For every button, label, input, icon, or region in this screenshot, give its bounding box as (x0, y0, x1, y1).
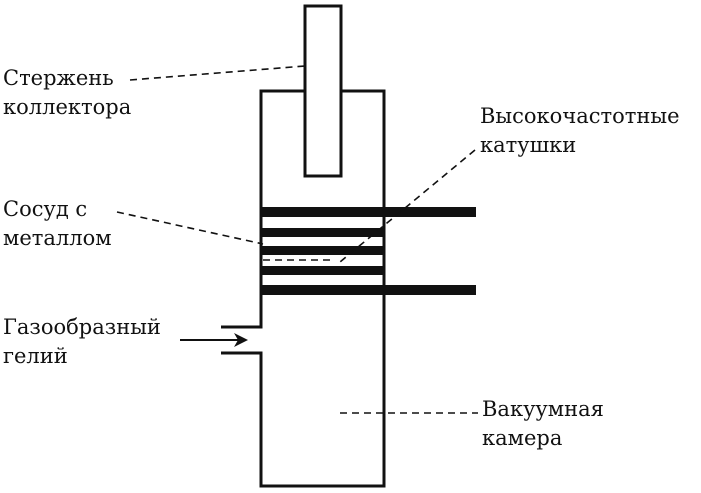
label-helium-gas: Газообразный гелий (3, 313, 161, 371)
label-helium-gas-line-1: Газообразный (3, 315, 161, 339)
vacuum-chamber-wall-right (221, 89, 386, 488)
hf-coil-upper (261, 207, 476, 217)
label-metal-vessel-line-1: Сосуд с (3, 197, 88, 221)
metal-vessel-bar-2 (261, 246, 384, 255)
metal-vessel-bar-3 (261, 266, 384, 275)
hf-coil-lower (261, 285, 476, 295)
label-metal-vessel: Сосуд с металлом (3, 195, 112, 253)
metal-vessel-bar-1 (261, 228, 384, 237)
leader-collector-rod (129, 65, 306, 81)
label-hf-coils: Высокочастотные катушки (480, 102, 680, 160)
label-vacuum-chamber: Вакуумная камера (482, 395, 604, 453)
label-collector-rod-line-2: коллектора (3, 95, 132, 119)
leader-hf-coils (339, 149, 476, 263)
label-metal-vessel-line-2: металлом (3, 226, 112, 250)
helium-inlet-arrowhead (234, 333, 248, 347)
label-vacuum-chamber-line-2: камера (482, 426, 563, 450)
label-hf-coils-line-1: Высокочастотные (480, 104, 680, 128)
label-helium-gas-line-2: гелий (3, 344, 68, 368)
leader-metal-vessel (116, 211, 264, 245)
label-collector-rod-line-1: Стержень (3, 66, 114, 90)
label-hf-coils-line-2: катушки (480, 133, 577, 157)
label-vacuum-chamber-line-1: Вакуумная (482, 397, 604, 421)
label-collector-rod: Стержень коллектора (3, 64, 131, 122)
collector-rod (303, 4, 343, 178)
